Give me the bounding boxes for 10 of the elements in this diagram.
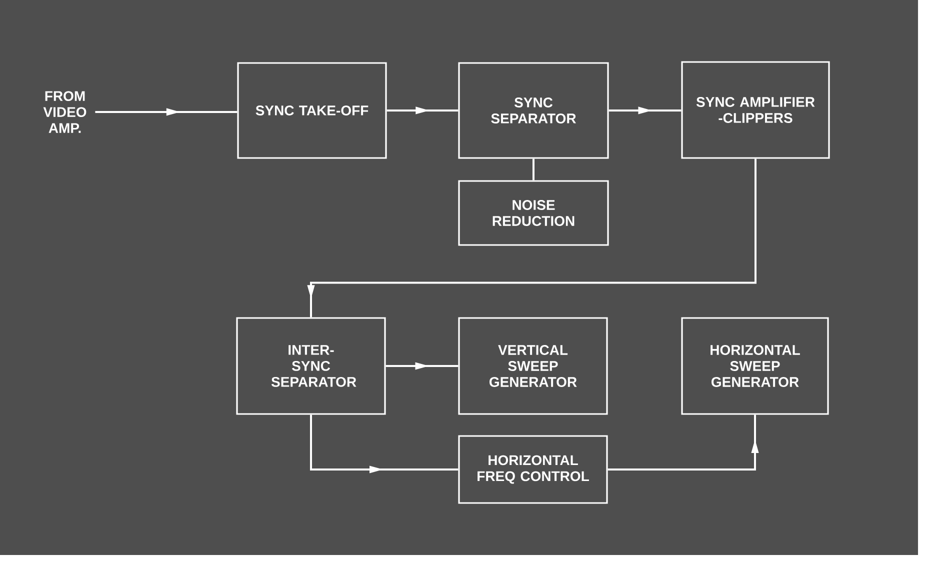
block-box: NOISE REDUCTION	[458, 180, 609, 246]
block-box: SYNC TAKE-OFF	[237, 62, 387, 159]
block-box: INTER- SYNC SEPARATOR	[236, 317, 386, 415]
input-label: FROM VIDEO AMP.	[43, 91, 86, 133]
block-box: HORIZONTAL FREQ CONTROL	[458, 435, 608, 504]
block-box: HORIZONTAL SWEEP GENERATOR	[681, 317, 829, 415]
block-box: VERTICAL SWEEP GENERATOR	[458, 317, 608, 415]
connector-line	[532, 158, 534, 180]
block-box: SYNC SEPARATOR	[458, 62, 609, 159]
block-box: SYNC AMPLIFIER -CLIPPERS	[681, 61, 830, 159]
